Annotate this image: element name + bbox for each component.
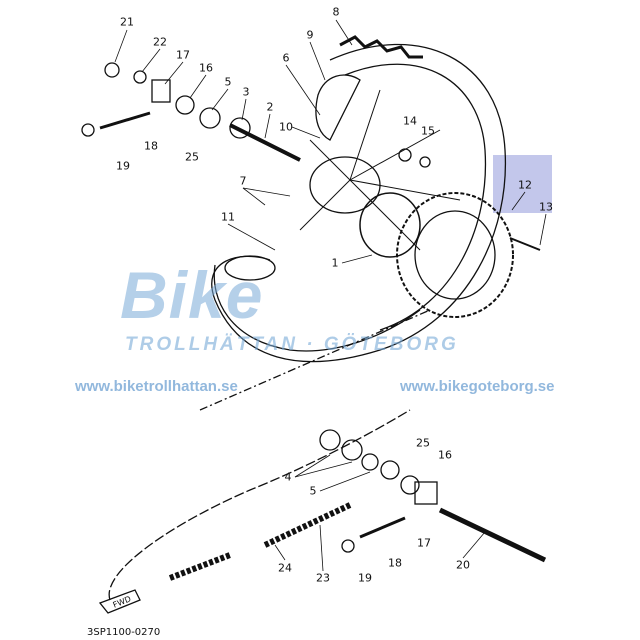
hub-plate: [359, 192, 421, 258]
adjuster-17: [151, 79, 171, 103]
callout: 10: [279, 120, 293, 134]
bolt-18: [99, 111, 151, 130]
sprocket: [396, 192, 514, 318]
callout: 11: [221, 210, 235, 224]
callout: 4: [284, 470, 292, 484]
bolt-13: [509, 237, 541, 251]
nut-21: [104, 62, 120, 78]
spokes: [299, 89, 461, 251]
callout: 23: [316, 571, 330, 585]
callout: 22: [153, 35, 167, 49]
tread-blocks: [339, 35, 423, 59]
tube: [315, 74, 361, 141]
callout: 2: [266, 100, 274, 114]
callout: 5: [309, 484, 317, 498]
centerline: [199, 309, 431, 411]
callout: 17: [417, 536, 431, 550]
callout: 19: [358, 571, 372, 585]
oil-seal-5: [199, 107, 221, 129]
callout: 17: [176, 48, 190, 62]
bearing-3: [229, 117, 251, 139]
leader-lines: [114, 19, 547, 572]
callout: 8: [332, 5, 340, 19]
callout: 24: [278, 561, 292, 575]
callout: 5: [224, 75, 232, 89]
callout: 25: [416, 436, 430, 450]
watermark-url-left[interactable]: www.biketrollhattan.se: [75, 378, 238, 395]
fwd-arrow: [98, 589, 141, 614]
callout: 18: [144, 139, 158, 153]
callout: 16: [199, 61, 213, 75]
callout: 21: [120, 15, 134, 29]
washer-15: [419, 156, 431, 168]
bearing-4: [341, 439, 363, 461]
callout: 7: [239, 174, 247, 188]
collar-16: [175, 95, 195, 115]
oil-seal-5: [361, 453, 379, 471]
callout: 20: [456, 558, 470, 572]
callout: 12: [518, 178, 532, 192]
callout: 9: [306, 28, 314, 42]
watermark-logo: Bike: [120, 258, 264, 332]
chain: [168, 502, 352, 581]
watermark-url-right[interactable]: www.bikegoteborg.se: [400, 378, 555, 395]
callout: 25: [185, 150, 199, 164]
callout: 14: [403, 114, 417, 128]
highlight-box: [493, 155, 552, 213]
callout: 1: [331, 256, 339, 270]
bolt-18: [359, 516, 406, 539]
spacer-25: [380, 460, 400, 480]
hub: [309, 156, 381, 214]
watermark-subtitle: TROLLHÄTTAN · GÖTEBORG: [125, 334, 459, 355]
part-code: 3SP1100-0270: [87, 627, 161, 638]
axle-upper: [229, 123, 301, 162]
collar-16: [400, 475, 420, 495]
adjuster-17: [414, 481, 438, 505]
callout: 3: [242, 85, 250, 99]
nut-19: [341, 539, 355, 553]
rim-band-opening: [224, 255, 276, 281]
rim-band: [213, 264, 421, 352]
tire: [211, 44, 507, 363]
callout: 18: [388, 556, 402, 570]
washer-22: [133, 70, 147, 84]
callout: 15: [421, 124, 435, 138]
callout: 13: [539, 200, 553, 214]
callout: 6: [282, 51, 290, 65]
nut-19: [81, 123, 95, 137]
axle-20: [438, 507, 547, 563]
nut-14: [398, 148, 412, 162]
chain-loop: [108, 409, 411, 601]
callout: 19: [116, 159, 130, 173]
bearing-4: [319, 429, 341, 451]
callout: 16: [438, 448, 452, 462]
sprocket-inner: [414, 210, 496, 300]
